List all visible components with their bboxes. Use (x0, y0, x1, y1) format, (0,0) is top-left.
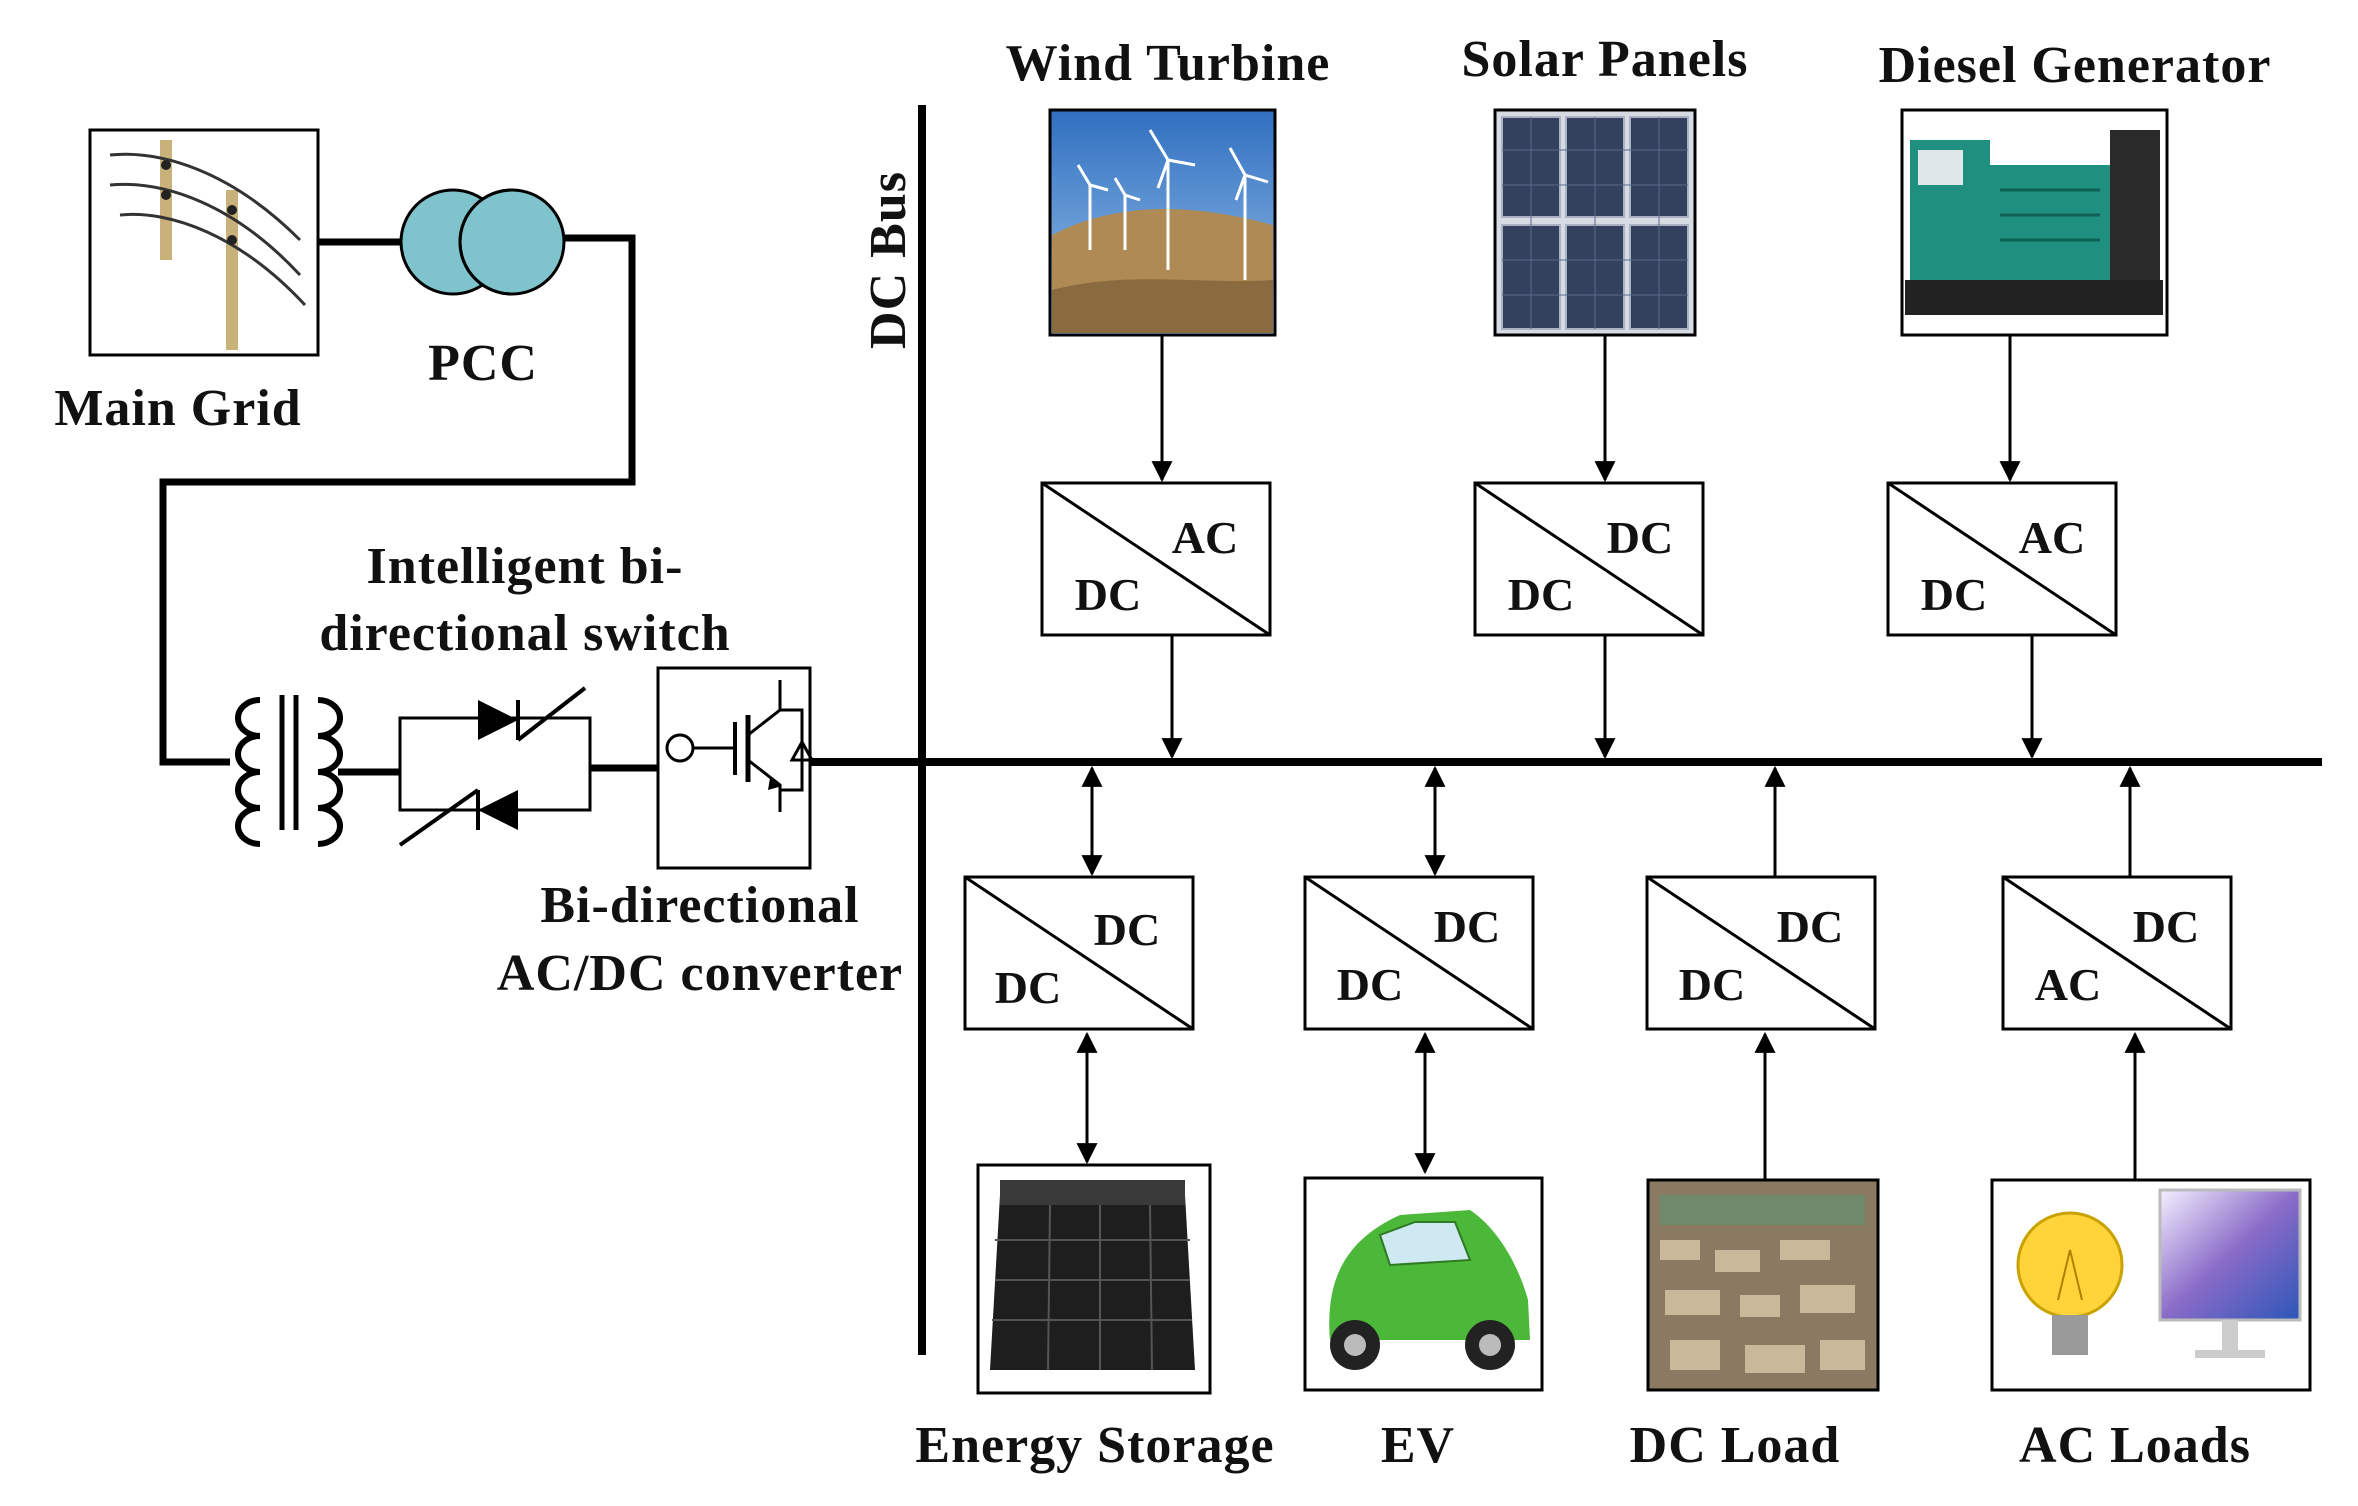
ac-loads-image (1990, 1178, 2312, 1392)
bidirectional-switch-symbol (398, 686, 592, 847)
solar-panels-image (1493, 108, 1697, 337)
switch-label-line2: directional switch (319, 605, 730, 662)
pcc-label: PCC (428, 335, 538, 392)
ev-converter-top-label: DC (1434, 901, 1500, 952)
dc-load-image (1646, 1178, 1880, 1392)
diesel-generator-label: Diesel Generator (1879, 37, 2272, 94)
wind-turbine-image (1048, 108, 1277, 337)
solar-converter: DC DC (1473, 481, 1705, 637)
wind-converter-bottom-label: DC (1075, 569, 1141, 620)
diesel-converter-bottom-label: DC (1921, 569, 1987, 620)
main-grid-image (88, 128, 320, 357)
converter-label-line2: AC/DC converter (497, 945, 903, 1002)
ev-label: EV (1381, 1417, 1455, 1474)
diesel-generator-image (1900, 108, 2169, 337)
diesel-converter: AC DC (1886, 481, 2118, 637)
dc-load-converter-top-label: DC (1777, 901, 1843, 952)
diesel-converter-top-label: AC (2019, 512, 2085, 563)
converter-label-line1: Bi-directional (540, 877, 859, 934)
switch-label-line1: Intelligent bi- (367, 538, 684, 595)
ac-loads-converter-bottom-label: AC (2035, 959, 2101, 1010)
storage-converter-bottom-label: DC (995, 962, 1061, 1013)
bottom-arrows (1076, 765, 2146, 1180)
main-grid-label: Main Grid (54, 380, 301, 437)
top-arrows (1151, 335, 2043, 760)
solar-converter-top-label: DC (1607, 512, 1673, 563)
ac-loads-converter: DC AC (2001, 875, 2233, 1031)
energy-storage-label: Energy Storage (915, 1417, 1274, 1474)
ev-converter: DC DC (1303, 875, 1535, 1031)
dc-load-converter: DC DC (1645, 875, 1877, 1031)
wind-turbine-label: Wind Turbine (1006, 35, 1331, 92)
storage-converter: DC DC (963, 875, 1195, 1031)
pcc-transformer-symbol (399, 188, 566, 296)
ev-image (1303, 1176, 1544, 1392)
storage-converter-top-label: DC (1094, 904, 1160, 955)
wind-converter-top-label: AC (1172, 512, 1238, 563)
transformer-coil-symbol (235, 695, 343, 847)
pcc-to-transformer-line (159, 234, 636, 766)
solar-panels-label: Solar Panels (1462, 31, 1749, 88)
energy-storage-image (976, 1163, 1212, 1395)
dc-bus-label: DC Bus (860, 171, 917, 349)
wind-converter: AC DC (1040, 481, 1272, 637)
acdc-converter-symbol (656, 666, 815, 870)
ac-loads-label: AC Loads (2019, 1417, 2251, 1474)
dc-load-label: DC Load (1630, 1417, 1841, 1474)
ev-converter-bottom-label: DC (1337, 959, 1403, 1010)
solar-converter-bottom-label: DC (1508, 569, 1574, 620)
dc-load-converter-bottom-label: DC (1679, 959, 1745, 1010)
ac-loads-converter-top-label: DC (2133, 901, 2199, 952)
